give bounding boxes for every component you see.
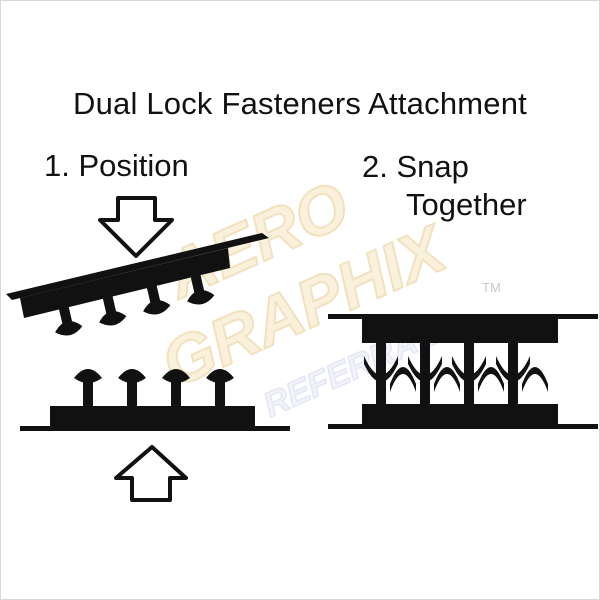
snapped-fastener-assembly bbox=[328, 314, 598, 429]
top-hook bbox=[187, 267, 215, 305]
step-2-label: 2. Snap Together bbox=[362, 148, 527, 224]
bottom-hook bbox=[206, 369, 234, 408]
down-arrow-icon bbox=[98, 196, 174, 258]
bottom-hook bbox=[118, 369, 146, 408]
step-2-line-1: 2. Snap bbox=[362, 149, 469, 184]
bottom-hook bbox=[162, 369, 190, 408]
step-2-line-2: Together bbox=[406, 187, 527, 222]
top-hook bbox=[143, 277, 171, 315]
watermark-trademark: TM bbox=[482, 280, 501, 295]
diagram-title: Dual Lock Fasteners Attachment bbox=[72, 86, 527, 121]
up-arrow-icon bbox=[114, 445, 188, 502]
bottom-hook bbox=[74, 369, 102, 408]
top-hook bbox=[99, 288, 127, 326]
step-1-label: 1. Position bbox=[44, 148, 189, 183]
top-hook bbox=[55, 298, 83, 336]
top-fastener-strip bbox=[6, 233, 269, 336]
bottom-fastener-strip bbox=[20, 369, 290, 431]
